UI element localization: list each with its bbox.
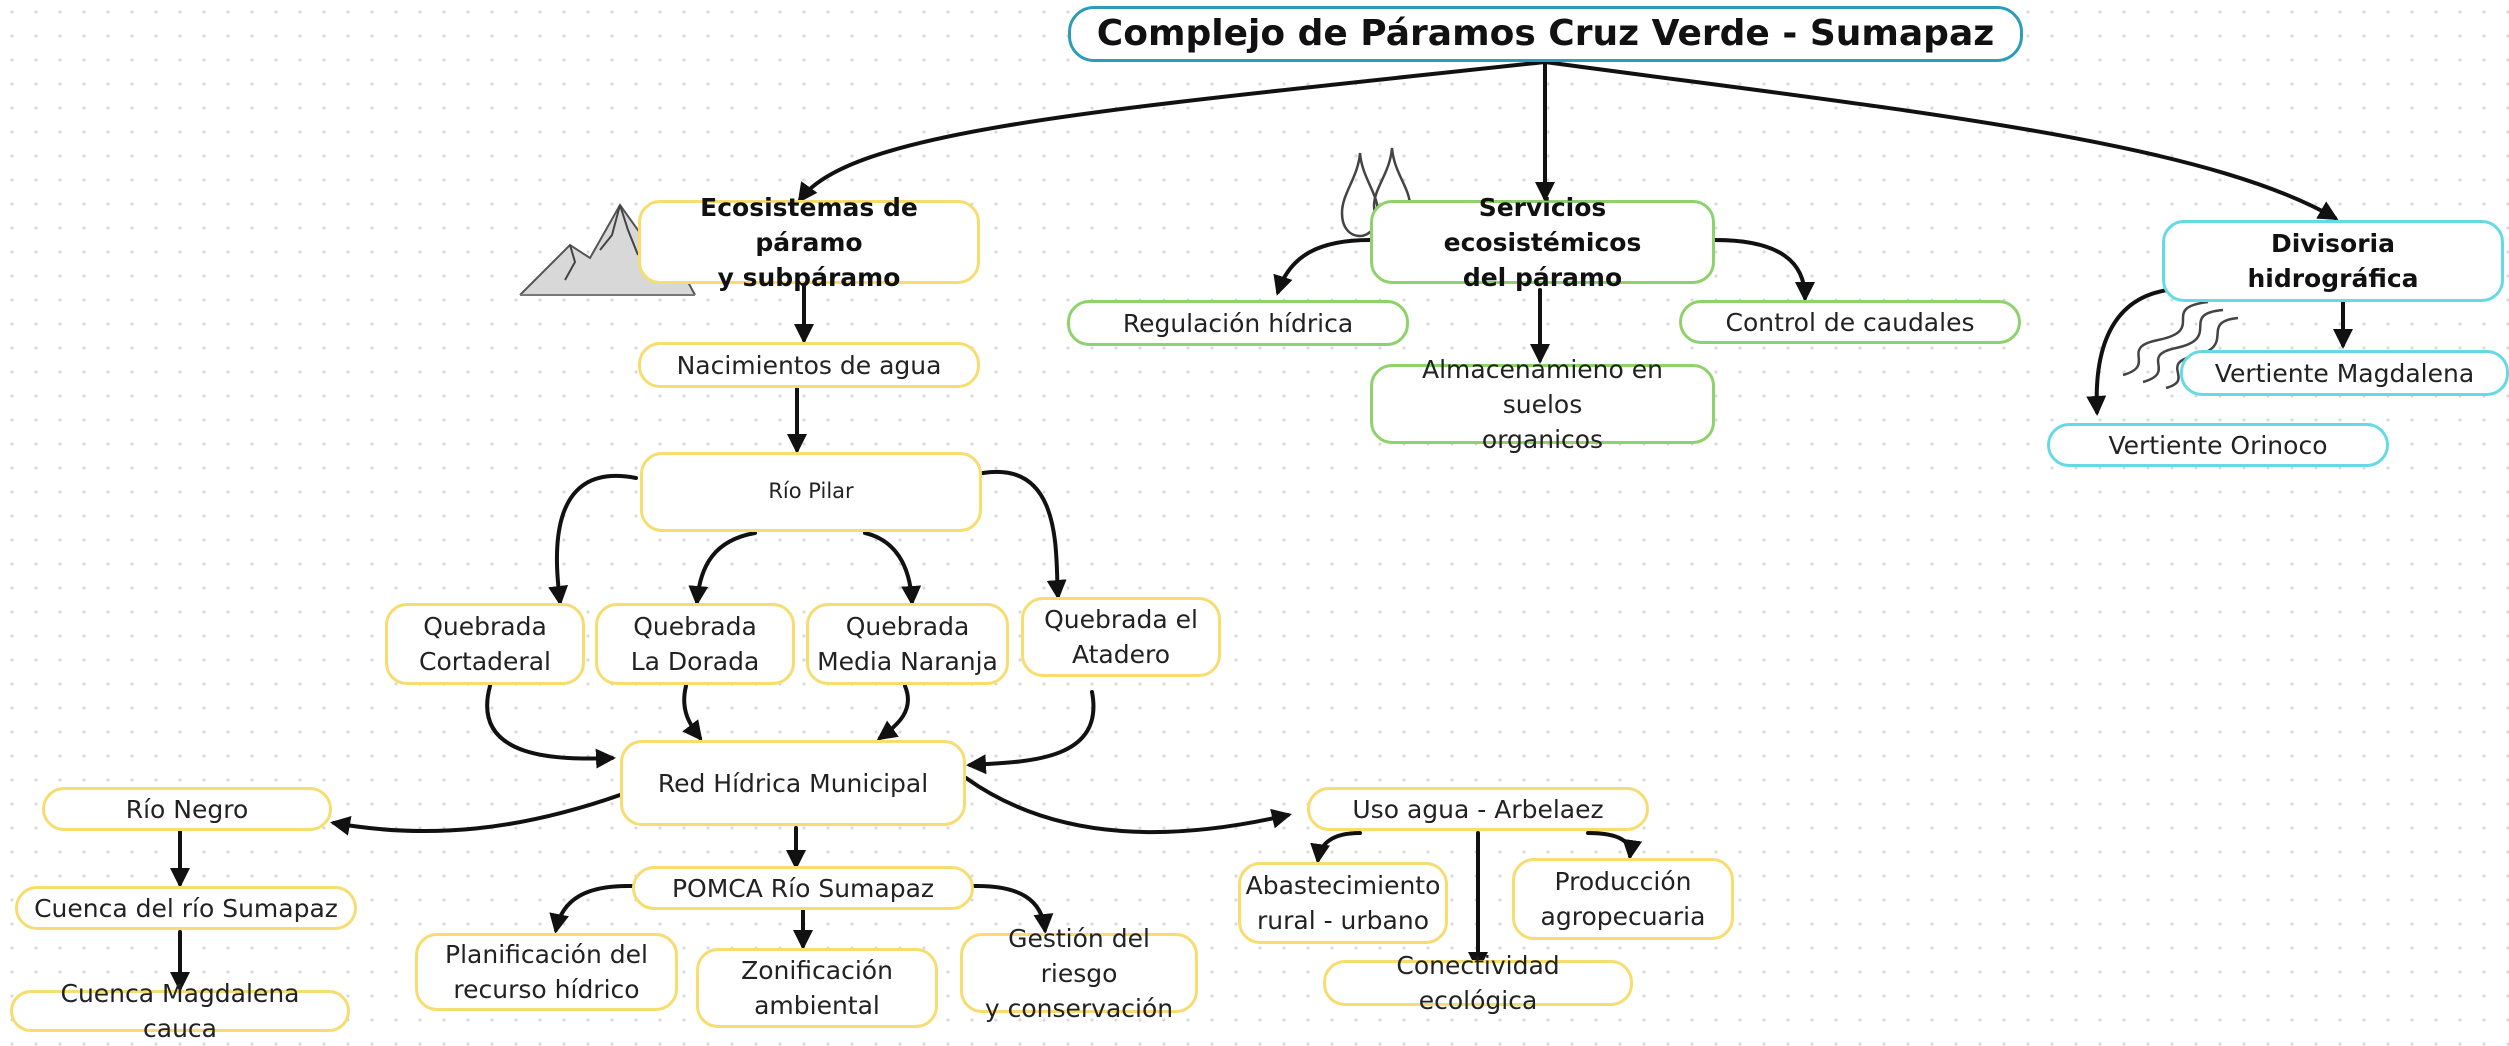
node-planificacion: Planificación del recurso hídrico: [415, 933, 678, 1011]
node-cuenca-magdalena: Cuenca Magdalena cauca: [10, 979, 350, 1043]
node-vertiente-magdalena: Vertiente Magdalena: [2180, 350, 2509, 396]
node-ecosistemas: Ecosistemas de páramo y subpáramo: [638, 193, 980, 292]
arrow-red-to-rionegro: [330, 793, 622, 836]
arrow-pilar-to-medianaranja: [863, 531, 922, 606]
arrow-uso-to-abastecimiento: [1310, 831, 1362, 864]
node-rio-negro: Río Negro: [42, 787, 332, 831]
node-pomca: POMCA Río Sumapaz: [632, 866, 974, 910]
node-uso-agua: Uso agua - Arbelaez: [1307, 787, 1649, 831]
arrow-pilar-to-atadero: [981, 469, 1067, 600]
node-quebrada-la-dorada: Quebrada La Dorada: [595, 603, 795, 685]
node-conectividad: Conectividad ecológica: [1323, 951, 1633, 1015]
arrow-atadero-to-red: [966, 690, 1096, 775]
node-nacimientos: Nacimientos de agua: [638, 342, 980, 388]
node-almacenamiento: Almacenamieno en suelos organicos: [1370, 355, 1715, 454]
arrow-pomca-to-planificacion: [549, 883, 634, 934]
node-abastecimiento: Abastecimiento rural - urbano: [1238, 862, 1448, 944]
arrow-servicios-to-control: [1713, 238, 1815, 302]
arrow-red-to-uso-agua: [964, 776, 1292, 835]
diagram-title: Complejo de Páramos Cruz Verde - Sumapaz: [1068, 6, 2023, 62]
node-quebrada-media-naranja: Quebrada Media Naranja: [806, 603, 1009, 685]
arrow-pilar-to-cortaderal: [548, 473, 638, 606]
node-quebrada-atadero: Quebrada el Atadero: [1021, 597, 1221, 677]
arrow-title-to-ecosistemas: [797, 60, 1547, 204]
node-servicios: Servicios ecosistémicos del páramo: [1370, 193, 1715, 292]
node-quebrada-cortaderal: Quebrada Cortaderal: [385, 603, 585, 685]
node-zonificacion: Zonificación ambiental: [696, 948, 938, 1028]
node-rio-pilar: Río Pilar: [640, 452, 982, 532]
arrow-cortaderal-to-red: [485, 684, 616, 769]
node-regulacion-hidrica: Regulación hídrica: [1067, 300, 1409, 346]
node-produccion: Producción agropecuaria: [1512, 858, 1734, 940]
arrow-medianaranja-to-red: [876, 684, 910, 741]
arrow-pilar-to-ladorada: [688, 531, 757, 606]
diagram-title-text: Complejo de Páramos Cruz Verde - Sumapaz: [1096, 12, 1995, 54]
arrow-ladorada-to-red: [682, 684, 703, 742]
node-control-caudales: Control de caudales: [1679, 300, 2021, 344]
arrow-uso-to-produccion: [1586, 831, 1643, 860]
arrow-divisoria-to-orinoco: [2086, 288, 2170, 416]
node-red-hidrica: Red Hídrica Municipal: [620, 740, 966, 826]
arrow-servicios-to-regulacion: [1273, 238, 1372, 296]
node-vertiente-orinoco: Vertiente Orinoco: [2047, 423, 2389, 467]
node-cuenca-sumapaz: Cuenca del río Sumapaz: [15, 886, 357, 930]
node-divisoria: Divisoria hidrográfica: [2162, 220, 2504, 302]
node-gestion-riesgo: Gestión del riesgo y conservación: [960, 924, 1198, 1023]
